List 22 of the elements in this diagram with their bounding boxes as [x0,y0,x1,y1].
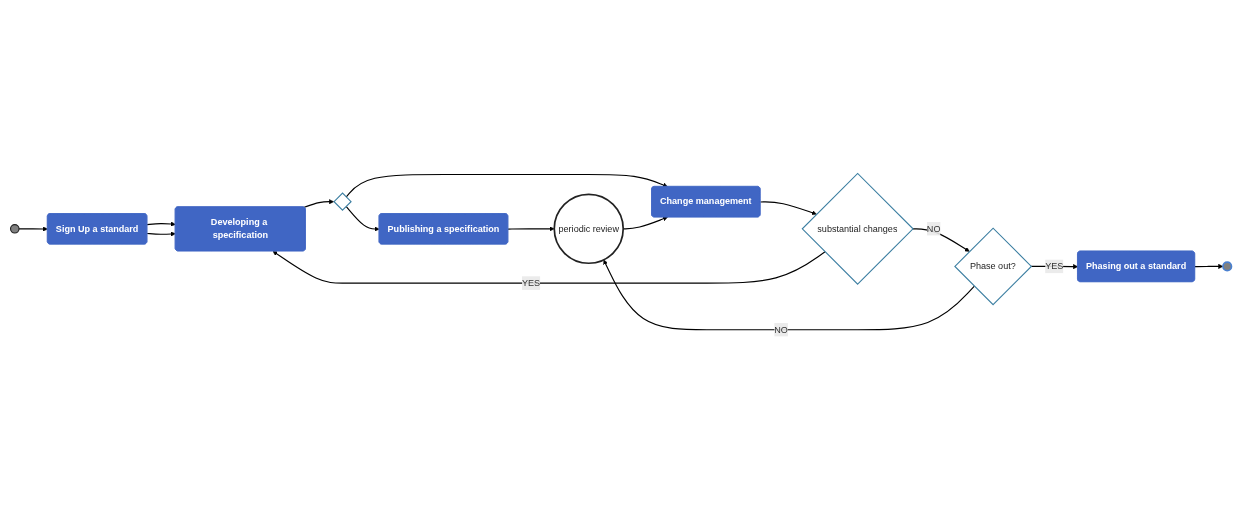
arrow [1194,263,1224,269]
arrow [507,226,555,232]
node-diamond: Phase out? [954,227,1033,306]
node-diamond: substantial changes [801,172,914,285]
arrow [345,173,668,198]
edge-label: NO [774,324,788,335]
node-circle [9,224,20,234]
arrow [759,201,817,216]
arrow [18,226,48,232]
arrow [146,231,176,237]
arrow [603,259,975,331]
arrow [303,199,334,208]
edge-label: NO [926,223,941,234]
arrow [146,221,176,227]
arrow [912,228,970,252]
edge-label: YES [521,278,541,288]
node-diamond [333,192,352,211]
node-circle: periodic review [553,193,625,265]
arrow [272,250,826,284]
node-circle [1222,261,1233,272]
arrow [345,205,380,232]
edge-label: YES [1045,261,1064,271]
